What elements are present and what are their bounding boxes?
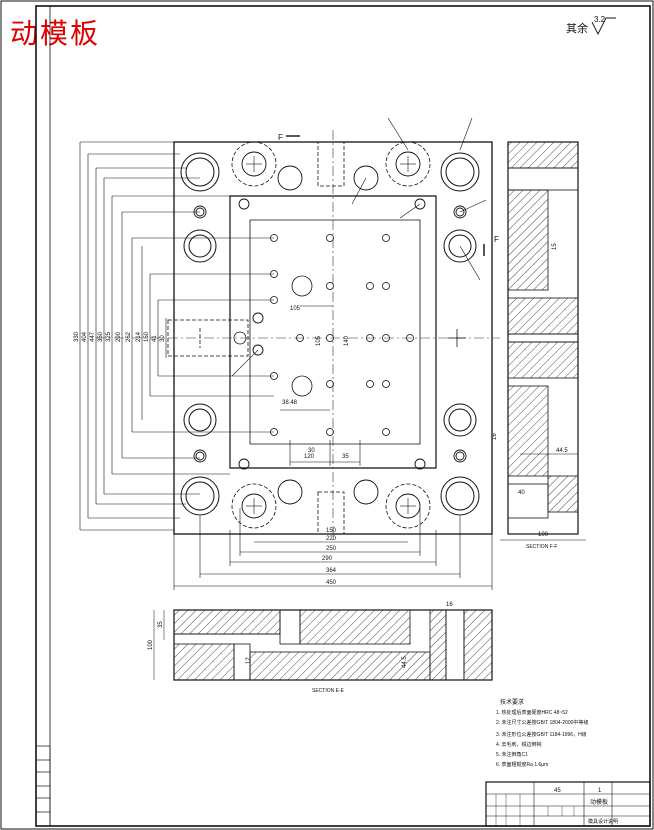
ff-dim-2: 40 bbox=[518, 490, 525, 496]
vdim-9: 41 bbox=[152, 335, 158, 342]
note-1: 2. 未注尺寸公差按GB/T 1804-2000中等级 bbox=[496, 719, 588, 726]
vertical-dim-labels: 330 404 447 350 325 290 252 214 150 41 3… bbox=[74, 331, 350, 346]
section-ee-view: 100 35 12 44.5 16 SECTION E-E bbox=[148, 602, 493, 694]
ee-dim-3: 44.5 bbox=[402, 656, 408, 668]
note-5: 6. 表面粗糙度Ra 1.6μm bbox=[496, 761, 548, 768]
cooling-slots bbox=[317, 141, 345, 535]
vdim-12: 140 bbox=[344, 335, 350, 346]
vdim-6: 252 bbox=[126, 331, 132, 342]
vdim-5: 290 bbox=[116, 331, 122, 342]
hdim-3: 250 bbox=[326, 546, 337, 552]
runner-slot bbox=[167, 319, 249, 357]
drawing-title: 动模板 bbox=[10, 17, 101, 50]
plan-view: F F bbox=[96, 130, 500, 540]
section-ff-view: 100 44.5 40 16 15 SECTION F-F bbox=[492, 141, 586, 550]
hidden-return-pins bbox=[231, 141, 431, 529]
note-2: 3. 未注形位公差按GB/T 1184-1996，H级 bbox=[496, 731, 587, 738]
vdim-2: 447 bbox=[90, 331, 96, 342]
cavity-outline bbox=[249, 219, 421, 445]
hdim-7: 30 bbox=[308, 448, 315, 454]
section-mark-top: F bbox=[278, 133, 283, 142]
insert-pocket bbox=[229, 195, 437, 469]
ee-dim-2: 12 bbox=[246, 657, 252, 664]
ee-dim-4: 16 bbox=[446, 602, 453, 608]
ee-dim-0: 100 bbox=[148, 639, 154, 650]
vdim-0: 330 bbox=[74, 331, 80, 342]
vdim-3: 350 bbox=[98, 331, 104, 342]
vdim-10: 30 bbox=[160, 335, 166, 342]
vdim-8: 150 bbox=[144, 331, 150, 342]
title-block bbox=[485, 781, 651, 827]
ff-dim-3: 16 bbox=[492, 433, 498, 440]
ee-dim-1: 35 bbox=[158, 621, 164, 628]
inner-frame bbox=[35, 5, 651, 827]
left-strip-table bbox=[35, 745, 51, 827]
hdim-8: 35 bbox=[342, 454, 349, 460]
section-ee-label: SECTION E-E bbox=[312, 688, 345, 694]
ff-dim-1: 44.5 bbox=[556, 448, 568, 454]
vertical-dimensions bbox=[79, 141, 274, 531]
vdim-11: 105 bbox=[316, 335, 322, 346]
notes-heading: 技术要求 bbox=[500, 698, 524, 706]
horizontal-dimensions bbox=[173, 305, 493, 590]
guide-holes bbox=[180, 152, 480, 516]
hdim-0: 450 bbox=[326, 580, 337, 586]
hdim-1: 364 bbox=[326, 568, 337, 574]
roughness-label: 其余 bbox=[566, 21, 588, 35]
roughness-value: 3.2 bbox=[594, 15, 606, 24]
vdim-7: 214 bbox=[136, 331, 142, 342]
note-4: 5. 未注倒角C1 bbox=[496, 751, 528, 758]
note-0: 1. 热处理后表面硬度HRC 48~52 bbox=[496, 709, 568, 716]
ff-dim-0: 100 bbox=[538, 532, 549, 538]
hdim-2: 290 bbox=[322, 556, 333, 562]
hdim-4: 220 bbox=[326, 536, 337, 542]
vdim-4: 325 bbox=[106, 331, 112, 342]
section-mark-right: F bbox=[494, 235, 499, 244]
horizontal-dim-labels: 450 364 290 250 220 150 120 30 35 38.48 … bbox=[282, 306, 349, 586]
ff-dim-4: 15 bbox=[552, 243, 558, 250]
note-3: 4. 去毛刺，锐边倒钝 bbox=[496, 741, 542, 748]
hdim-9: 38.48 bbox=[282, 400, 298, 406]
vdim-1: 404 bbox=[82, 331, 88, 342]
roughness-symbol: 其余 3.2 bbox=[566, 15, 616, 36]
title-block-material: 45 bbox=[554, 788, 561, 794]
hdim-5: 150 bbox=[326, 528, 337, 534]
hdim-6: 120 bbox=[304, 454, 315, 460]
leader-lines bbox=[231, 117, 487, 377]
title-block-drawing-no: 模具设计说明 bbox=[588, 818, 618, 825]
return-pin-holes bbox=[241, 151, 421, 519]
ejector-holes bbox=[233, 234, 414, 436]
section-ff-label: SECTION F-F bbox=[526, 544, 557, 550]
hdim-10: 105 bbox=[290, 306, 301, 312]
title-block-part-name: 动模板 bbox=[590, 798, 608, 806]
title-block-sheet: 1 bbox=[598, 788, 602, 794]
technical-notes: 技术要求 1. 热处理后表面硬度HRC 48~52 2. 未注尺寸公差按GB/T… bbox=[496, 698, 588, 768]
